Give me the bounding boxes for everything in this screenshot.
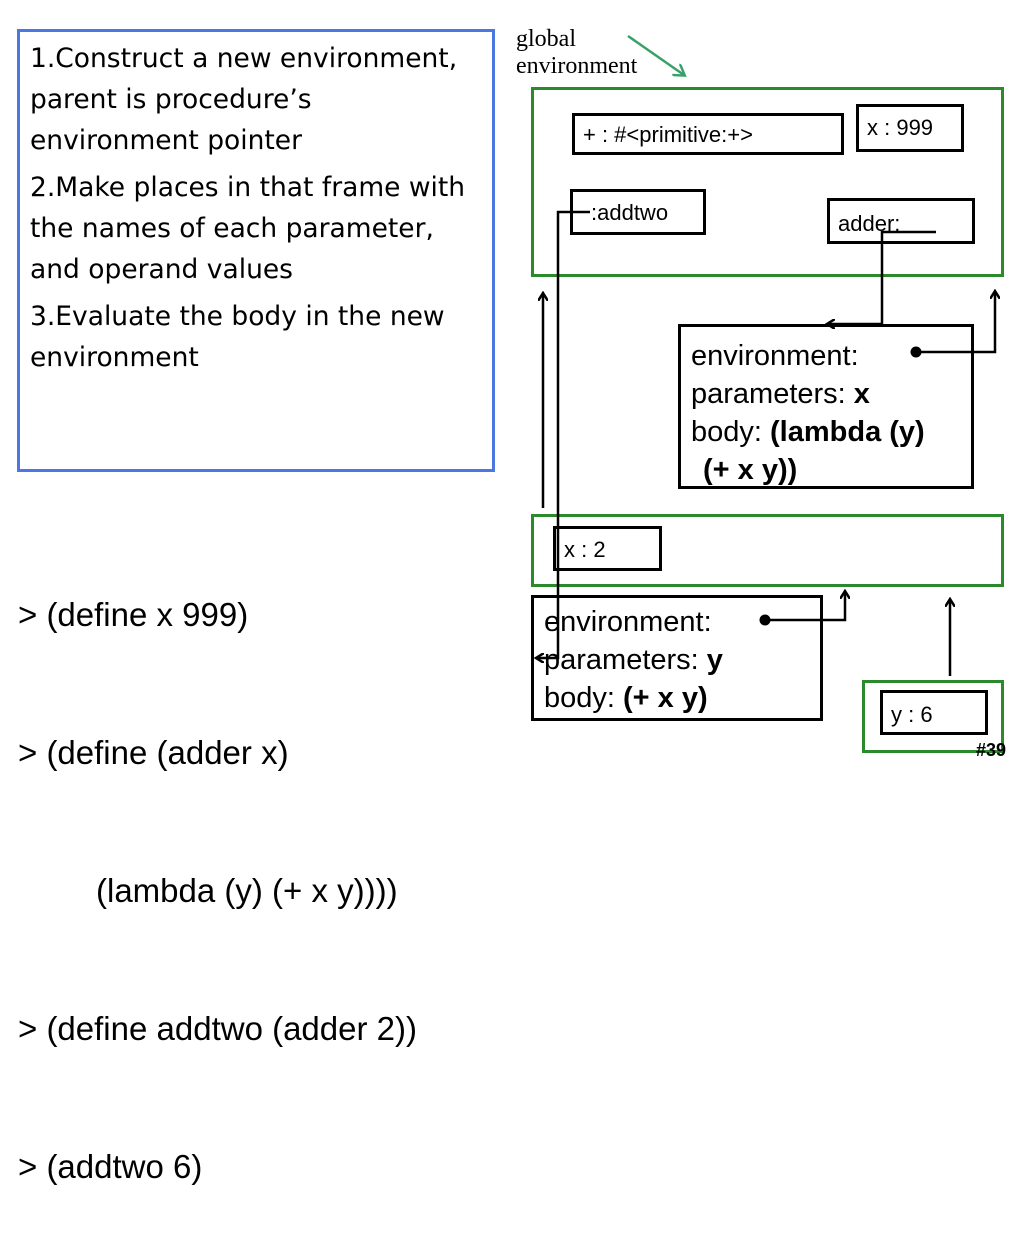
proc-body-row: body: (+ x y)	[544, 679, 810, 717]
binding-adder: adder:	[827, 198, 975, 244]
global-label-line2: environment	[516, 53, 638, 79]
steps-panel: 1.Construct a new environment, parent is…	[17, 29, 495, 472]
step-1: 1.Construct a new environment, parent is…	[30, 43, 458, 156]
step-2: 2.Make places in that frame with the nam…	[30, 172, 466, 285]
adder-frame	[531, 514, 1004, 587]
code-line: > (define addtwo (adder 2))	[18, 1010, 417, 1047]
global-label-arrow	[627, 34, 684, 75]
parameters-label: parameters:	[544, 644, 699, 676]
proc-body-row: body: (lambda (y)	[691, 413, 961, 451]
binding-plus: + : #<primitive:+>	[572, 113, 844, 155]
binding-addtwo: :addtwo	[570, 189, 706, 235]
parameters-label: parameters:	[691, 378, 846, 410]
binding-x-2: x : 2	[553, 526, 662, 571]
body-value-line2: (+ x y))	[703, 454, 798, 486]
code-line: > (define x 999)	[18, 596, 249, 633]
global-environment-label: global environment	[516, 26, 637, 80]
binding-x-999: x : 999	[856, 104, 964, 152]
proc-environment-row: environment:	[691, 337, 961, 375]
proc-parameters-row: parameters: x	[691, 375, 961, 413]
parameters-value: x	[853, 378, 870, 410]
addtwo-binding-pointer	[537, 210, 590, 658]
lambda-procedure-object: environment: parameters: y body: (+ x y)	[531, 595, 823, 721]
lambda-env-pointer	[765, 592, 845, 622]
body-value-line1: (lambda (y)	[770, 416, 925, 448]
proc-parameters-row: parameters: y	[544, 641, 810, 679]
adder-binding-pointer	[828, 230, 936, 324]
code-line: > (define (adder x)	[18, 734, 289, 771]
step-3: 3.Evaluate the body in the new environme…	[30, 301, 445, 373]
proc-environment-row: environment:	[544, 603, 810, 641]
body-value: (+ x y)	[623, 682, 708, 714]
parameters-value: y	[706, 644, 723, 676]
pointer-arrows	[0, 34, 1024, 676]
body-label: body:	[691, 416, 762, 448]
environment-label: environment:	[544, 606, 712, 638]
slide-number: #39	[976, 740, 1007, 760]
proc-body-row-2: (+ x y))	[691, 451, 961, 489]
global-frame	[531, 87, 1004, 277]
environment-label: environment:	[691, 340, 859, 372]
binding-y-6: y : 6	[880, 690, 988, 735]
code-line: > (addtwo 6)	[18, 1148, 203, 1185]
global-label-line1: global	[516, 26, 576, 52]
adder-env-pointer	[916, 292, 995, 354]
code-line: (lambda (y) (+ x y))))	[96, 872, 398, 909]
call-frame	[862, 680, 1004, 753]
body-label: body:	[544, 682, 615, 714]
